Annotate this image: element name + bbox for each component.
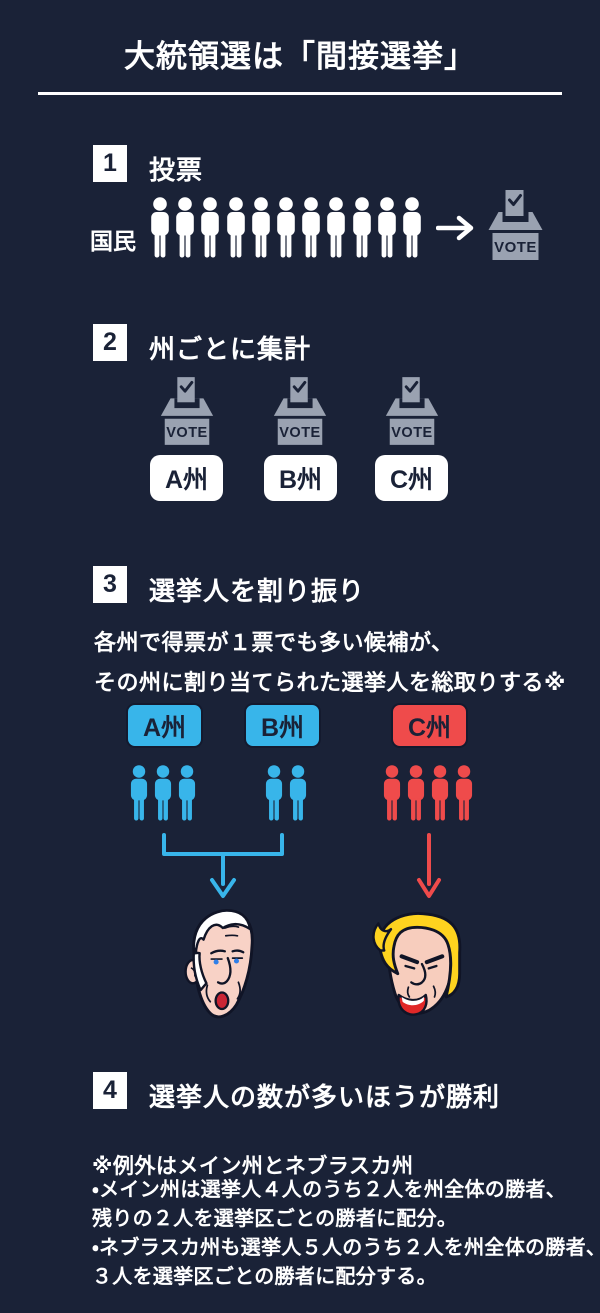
person-icon [151, 197, 169, 258]
electors-group-a [128, 762, 200, 824]
state-chip-b-blue: B州 [244, 703, 321, 748]
person-icon [377, 197, 396, 258]
citizens-label: 国民 [90, 228, 136, 254]
step-2-label: 州ごとに集計 [149, 334, 312, 364]
person-icon [352, 197, 371, 258]
elector-icon [178, 765, 196, 821]
elector-icon [431, 765, 449, 821]
footnote-line: ・ネブラスカ州も選挙人５人のうち２人を州全体の勝者、 [92, 1237, 600, 1259]
state-chip-b: B州 [264, 455, 337, 501]
step-3-label: 選挙人を割り振り [149, 576, 366, 606]
ballot-box-icon: VOTE [384, 377, 440, 445]
elector-icon [407, 765, 425, 821]
merge-arrow-icon [162, 833, 284, 898]
vote-label: VOTE [494, 239, 537, 256]
person-icon [251, 197, 270, 258]
elector-icon [154, 765, 172, 821]
ballot-box-icon: VOTE [487, 190, 544, 260]
elector-icon [455, 765, 473, 821]
electors-group-c [381, 762, 477, 824]
electors-group-b [263, 762, 311, 824]
right-arrow-icon [436, 215, 474, 241]
step-1-label: 投票 [149, 155, 204, 185]
biden-face-icon [184, 909, 254, 1019]
state-chip-label: C州 [407, 713, 452, 742]
footnote-line: 残りの２人を選挙区ごとの勝者に配分。 [92, 1208, 458, 1230]
vote-label: VOTE [391, 425, 432, 441]
citizens-row [148, 197, 425, 258]
state-chip-c-red: C州 [391, 703, 468, 748]
person-icon [327, 197, 346, 258]
footnote-line: ３人を選挙区ごとの勝者に配分する。 [92, 1266, 437, 1288]
state-chip-c: C州 [375, 455, 448, 501]
state-chip-label: B州 [260, 713, 305, 742]
state-chip-a: A州 [150, 455, 223, 501]
step-2-badge: 2 [93, 324, 127, 361]
step-3-description: 各州で得票が１票でも多い候補が、 その州に割り当てられた選挙人を総取りする※ [94, 623, 566, 703]
elector-icon [265, 765, 283, 821]
step-4-label: 選挙人の数が多いほうが勝利 [149, 1082, 501, 1112]
state-chip-label: A州 [142, 713, 187, 742]
person-icon [403, 197, 421, 258]
step-1-number: 1 [103, 149, 117, 177]
ballot-box-icon: VOTE [159, 377, 215, 445]
page-title: 大統領選は「間接選挙」 [124, 39, 476, 74]
footnote-body: ・メイン州は選挙人４人のうち２人を州全体の勝者、 残りの２人を選挙区ごとの勝者に… [92, 1176, 600, 1292]
step-3-number: 3 [103, 570, 117, 598]
person-icon [201, 197, 220, 258]
description-line: その州に割り当てられた選挙人を総取りする※ [94, 670, 566, 695]
down-arrow-icon [417, 833, 441, 898]
step-1-badge: 1 [93, 145, 127, 182]
state-chip-label: C州 [389, 466, 434, 494]
footnote-line: ・メイン州は選挙人４人のうち２人を州全体の勝者、 [92, 1179, 566, 1201]
vote-label: VOTE [279, 425, 320, 441]
person-icon [302, 197, 320, 258]
state-chip-label: B州 [278, 466, 323, 494]
step-4-number: 4 [103, 1076, 117, 1104]
person-icon [176, 197, 194, 258]
person-icon [226, 197, 245, 258]
title-divider [38, 92, 562, 95]
trump-face-icon [372, 912, 462, 1016]
vote-label: VOTE [166, 425, 207, 441]
state-chip-label: A州 [164, 466, 209, 494]
footnote-heading: ※例外はメイン州とネブラスカ州 [92, 1155, 414, 1178]
elector-icon [130, 765, 148, 821]
elector-icon [383, 765, 401, 821]
ballot-box-icon: VOTE [272, 377, 328, 445]
description-line: 各州で得票が１票でも多い候補が、 [94, 630, 454, 655]
step-4-badge: 4 [93, 1072, 127, 1109]
step-3-badge: 3 [93, 566, 127, 603]
person-icon [277, 197, 295, 258]
state-chip-a-blue: A州 [126, 703, 203, 748]
step-2-number: 2 [103, 328, 117, 356]
elector-icon [289, 765, 307, 821]
